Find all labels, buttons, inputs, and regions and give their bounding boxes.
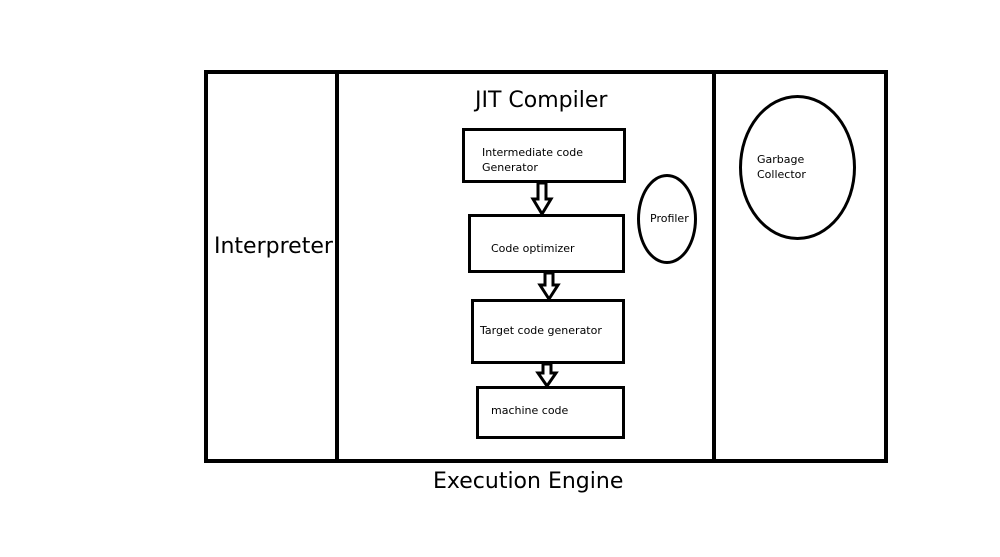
code-optimizer-box: Code optimizer [468,214,625,273]
garbage-collector-ellipse: Garbage Collector [739,95,856,240]
intermediate-code-generator-label: Intermediate code Generator [482,146,583,174]
machine-code-box: machine code [476,386,625,439]
execution-engine-label: Execution Engine [433,469,624,494]
interpreter-divider [335,70,339,463]
jit-compiler-title: JIT Compiler [475,88,608,113]
interpreter-label: Interpreter [214,234,333,259]
execution-engine-frame [204,70,888,463]
target-code-generator-box: Target code generator [471,299,625,364]
profiler-ellipse: Profiler [637,174,697,264]
profiler-label: Profiler [650,212,689,225]
intermediate-code-generator-box: Intermediate code Generator [462,128,626,183]
garbage-collector-divider [712,70,716,463]
code-optimizer-label: Code optimizer [491,242,575,255]
garbage-collector-label: Garbage Collector [757,153,806,181]
machine-code-label: machine code [491,404,569,417]
target-code-generator-label: Target code generator [480,324,602,337]
